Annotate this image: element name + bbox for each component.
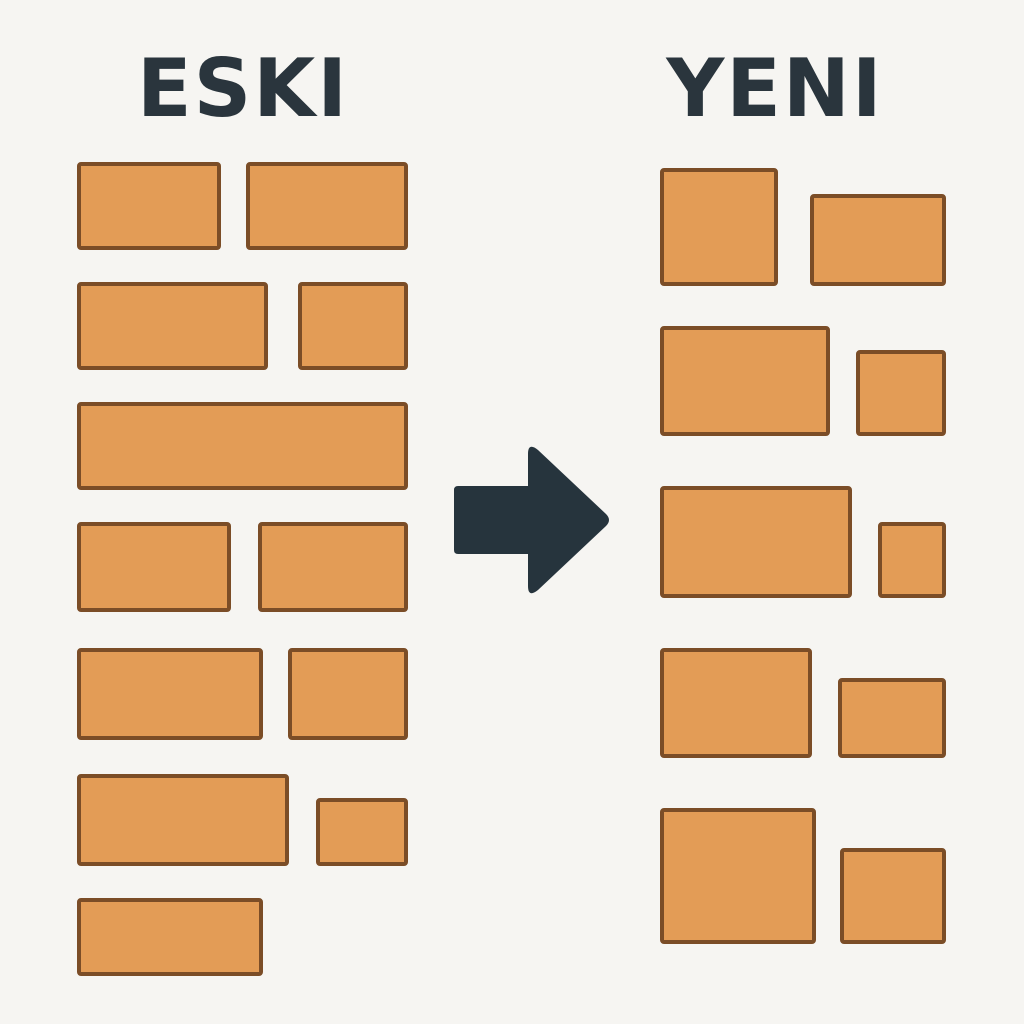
new-layout-title: YENI (666, 42, 884, 135)
old-block-row7-a (77, 898, 263, 976)
old-block-row6-b (316, 798, 408, 866)
old-block-row4-a (77, 522, 231, 612)
old-block-row1-b (246, 162, 408, 250)
new-block-row4-a (660, 648, 812, 758)
new-block-row5-a (660, 808, 816, 944)
new-block-row3-a (660, 486, 852, 598)
old-layout-title: ESKI (136, 42, 350, 135)
old-block-row3-a (77, 402, 408, 490)
old-block-row5-a (77, 648, 263, 740)
new-block-row1-a (660, 168, 778, 286)
new-block-row3-b (878, 522, 946, 598)
new-block-row4-b (838, 678, 946, 758)
old-block-row1-a (77, 162, 221, 250)
old-block-row6-a (77, 774, 289, 866)
old-block-row2-a (77, 282, 268, 370)
new-block-row1-b (810, 194, 946, 286)
new-block-row5-b (840, 848, 946, 944)
new-block-row2-a (660, 326, 830, 436)
old-block-row2-b (298, 282, 408, 370)
new-block-row2-b (856, 350, 946, 436)
right-arrow-icon (454, 446, 609, 594)
old-block-row5-b (288, 648, 408, 740)
old-block-row4-b (258, 522, 408, 612)
